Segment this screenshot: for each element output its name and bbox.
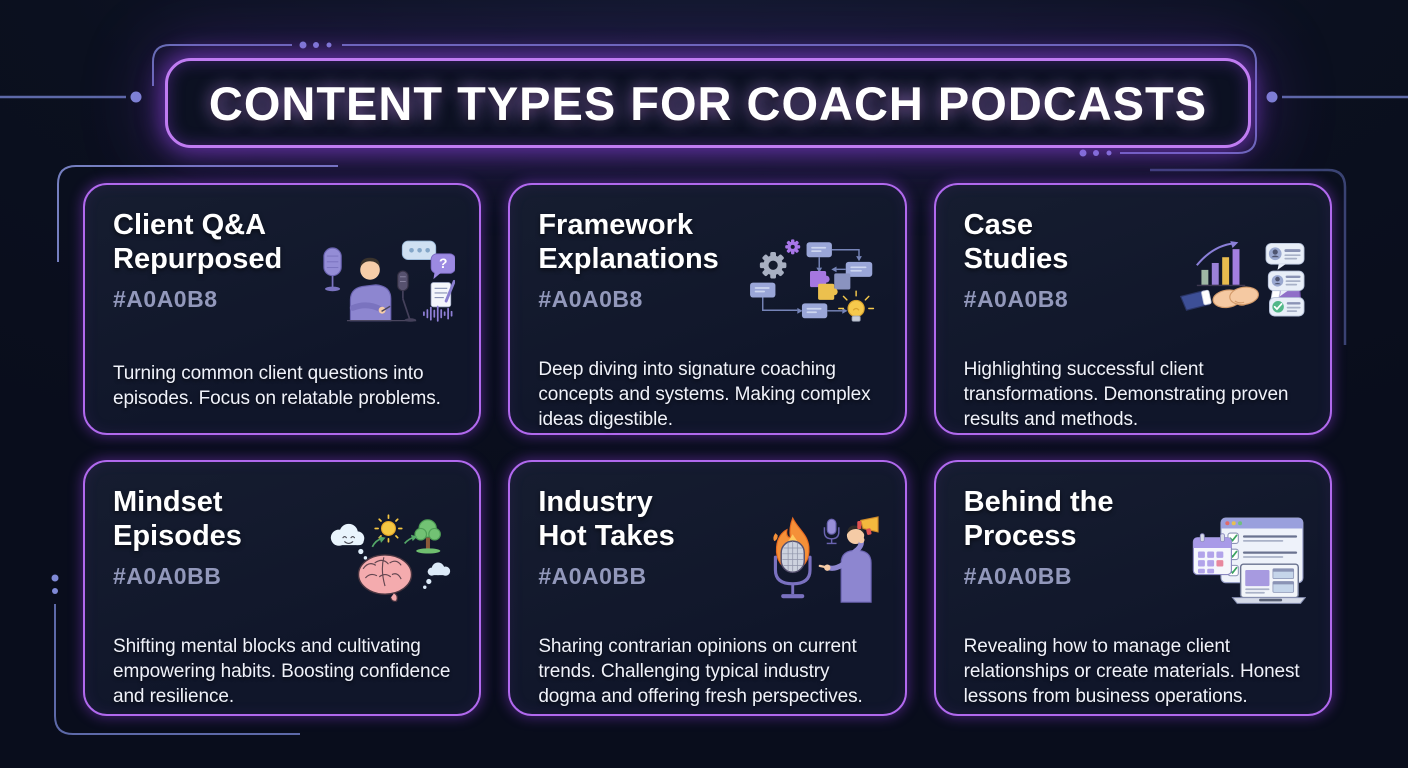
lightbulb-icon [838,290,875,322]
tree-icon [414,519,441,554]
person-writing-icon [346,257,417,322]
hex-code-label: #A0A0BB [538,563,647,590]
small-microphone-icon [824,518,840,545]
card-client-qa-repurposed: Client Q&A Repurposed #A0A0B8 [83,183,482,435]
person-writing-podcast-illustration: ? [317,207,456,357]
card-description: Shifting mental blocks and cultivating e… [113,636,451,708]
card-case-studies: Case Studies #A0A0B8 [933,183,1332,435]
card-header: Case Studies #A0A0B8 [964,209,1306,357]
card-title: Behind the Process [963,486,1114,552]
studio-microphone-icon [323,247,342,292]
card-header: Mindset Episodes #A0A0BB [113,486,455,634]
hot-mic-illustration [742,484,880,634]
flowchart-gears-illustration [742,207,880,357]
calendar-icon [1192,533,1232,576]
hex-code-label: #A0A0B8 [538,286,643,313]
card-header: Client Q&A Repurposed #A0A0B8 [113,207,456,357]
handshake-growth-illustration [1168,207,1306,357]
card-grid: Client Q&A Repurposed #A0A0B8 [83,183,1332,716]
card-title: Framework Explanations [538,209,719,275]
testimonial-cards-icon [1265,242,1305,317]
workflow-tools-illustration [1168,484,1306,634]
card-title: Case Studies [963,209,1069,275]
card-description: Highlighting successful client transform… [963,359,1289,431]
growth-chart-icon [1195,241,1245,287]
laptop-icon [1231,563,1306,604]
card-behind-the-process: Behind the Process #A0A0BB [933,460,1332,716]
happy-cloud-icon [330,523,368,560]
person-pointing-icon [818,525,873,603]
card-header: Industry Hot Takes #A0A0BB [538,486,880,634]
sun-icon [374,514,403,543]
upward-arrow-icon [371,534,418,548]
card-header: Framework Explanations #A0A0B8 [538,209,880,357]
hex-code-label: #A0A0B8 [113,286,218,313]
boom-microphone-icon [397,270,417,322]
card-description: Deep diving into signature coaching conc… [538,359,871,431]
chat-bubble-dots-icon [401,240,437,260]
brain-icon [357,554,413,602]
hex-code-label: #A0A0BB [963,563,1072,590]
hex-code-label: #A0A0B8 [963,286,1069,313]
megaphone-icon [857,516,879,535]
card-description: Turning common client questions into epi… [113,362,441,409]
hex-code-label: #A0A0BB [113,563,222,590]
card-industry-hot-takes: Industry Hot Takes #A0A0BB [508,460,907,716]
card-description: Sharing contrarian opinions on current t… [538,636,863,708]
card-framework-explanations: Framework Explanations #A0A0B8 [508,183,907,435]
flowchart-icon [750,242,873,319]
card-description: Revealing how to manage client relations… [963,636,1300,708]
page-title: CONTENT TYPES FOR COACH PODCASTS [208,76,1208,130]
card-header: Behind the Process #A0A0BB [964,486,1306,634]
card-mindset-episodes: Mindset Episodes #A0A0BB [83,460,482,716]
note-and-pen-icon [430,279,456,308]
card-title: Client Q&A Repurposed [113,209,283,275]
audio-waveform-icon [423,305,453,322]
flaming-microphone-icon [774,540,812,599]
card-title: Mindset Episodes [113,486,242,552]
question-bubble-icon: ? [430,253,456,280]
header-title-box: CONTENT TYPES FOR COACH PODCASTS [165,58,1251,148]
card-title: Industry Hot Takes [538,486,675,552]
gear-small-icon [785,239,801,255]
svg-text:?: ? [439,255,447,271]
puzzle-pieces-icon [810,271,851,300]
brain-positivity-illustration [317,484,455,634]
gear-icon [760,252,787,279]
thought-cloud-icon [423,562,451,589]
